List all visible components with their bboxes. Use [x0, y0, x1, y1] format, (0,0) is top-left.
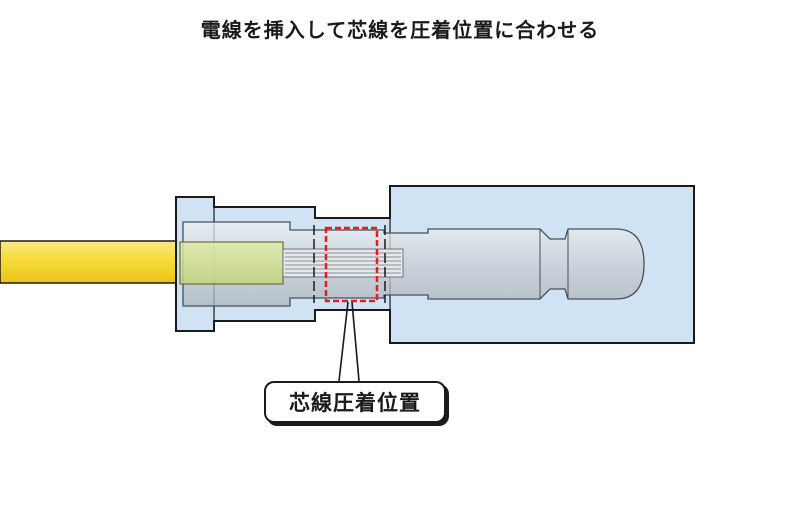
- wire: [0, 240, 191, 284]
- callout-box: 芯線圧着位置: [264, 381, 446, 423]
- wire-insulation: [179, 241, 284, 285]
- callout-label: 芯線圧着位置: [289, 391, 421, 415]
- callout-leader: [338, 301, 360, 382]
- crimp-position-marker: [324, 226, 379, 303]
- wire-core-strands: [282, 248, 404, 278]
- metal-terminal: [182, 221, 645, 307]
- diagram-title: 電線を挿入して芯線を圧着位置に合わせる: [200, 18, 600, 42]
- crimp-zone-marks: [313, 225, 386, 303]
